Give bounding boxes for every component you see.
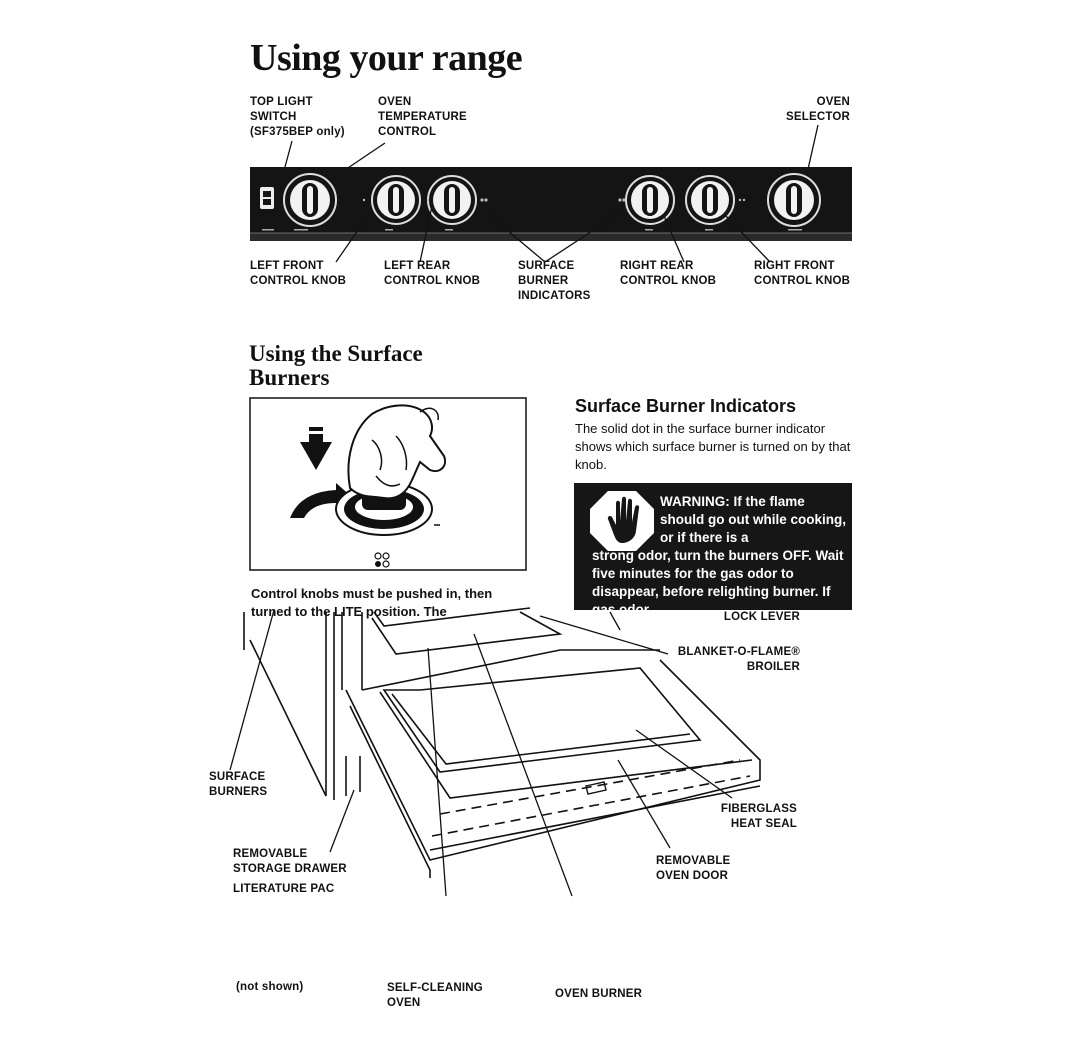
left-front-knob-label: LEFT FRONT CONTROL KNOB [250, 260, 347, 287]
right-front-knob-label: RIGHT FRONT CONTROL KNOB [754, 260, 851, 287]
indicators-heading: Surface Burner Indicators [575, 396, 797, 416]
literature-pac-label: LITERATURE PAC [233, 883, 335, 895]
top-light-switch [260, 187, 274, 209]
self-cleaning-oven-label: SELF-CLEANING OVEN [387, 982, 483, 1009]
removable-oven-door-label: REMOVABLE OVEN DOOR [656, 855, 731, 882]
fiberglass-heat-seal-label: FIBERGLASS HEAT SEAL [720, 803, 797, 830]
control-panel [250, 167, 852, 233]
page-title: Using your range [250, 37, 523, 79]
broiler-label: BLANKET-O-FLAME® BROILER [677, 646, 800, 673]
left-rear-knob [427, 175, 477, 225]
right-rear-knob-label: RIGHT REAR CONTROL KNOB [620, 260, 717, 287]
oven-temperature-control-label: OVEN TEMPERATURE CONTROL [378, 96, 467, 138]
warning-text-rest: strong odor, turn the burners OFF. Wait … [592, 548, 844, 610]
not-shown-label: (not shown) [236, 981, 304, 993]
range-illustration [243, 607, 761, 878]
lock-lever-label: LOCK LEVER [700, 610, 800, 625]
oven-selector-label: OVEN SELECTOR [785, 96, 850, 123]
warning-text-first: WARNING: If the flame should go out whil… [660, 494, 846, 545]
surface-burners-label: SURFACE BURNERS [209, 771, 268, 798]
storage-drawer-label: REMOVABLE STORAGE DRAWER [233, 848, 347, 875]
surface-burner-indicators-label: SURFACE BURNER INDICATORS [518, 260, 591, 302]
indicators-body: The solid dot in the surface burner indi… [575, 421, 851, 472]
warning-box: WARNING: If the flame should go out whil… [574, 483, 852, 610]
section-title: Using the Surface Burners [249, 341, 423, 390]
surface-burner-indicator-dots [362, 198, 746, 202]
oven-burner-label: OVEN BURNER [555, 988, 643, 1000]
right-rear-knob [625, 175, 675, 225]
right-front-knob [685, 175, 735, 225]
left-rear-knob-label: LEFT REAR CONTROL KNOB [384, 260, 481, 287]
top-light-switch-label: TOP LIGHT SWITCH (SF375BEP only) [250, 96, 345, 138]
oven-temperature-knob [283, 173, 337, 227]
knob-caption: Control knobs must be pushed in, then tu… [251, 586, 493, 619]
left-front-knob [371, 175, 421, 225]
stop-hand-icon [590, 491, 654, 551]
oven-selector-knob [767, 173, 821, 227]
